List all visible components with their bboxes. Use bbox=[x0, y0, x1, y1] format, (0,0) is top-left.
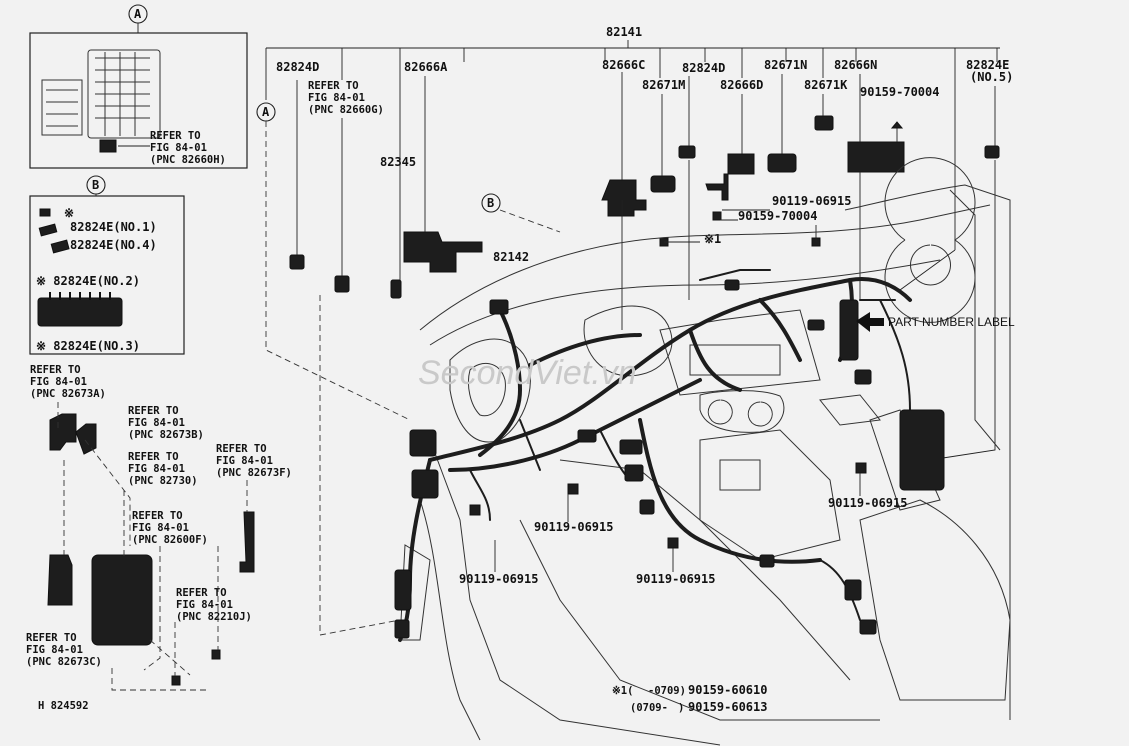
refer-82673f-line3: (PNC 82673F) bbox=[216, 467, 292, 479]
refer-82673b-line3: (PNC 82673B) bbox=[128, 429, 204, 441]
figure-id: H 824592 bbox=[38, 700, 89, 712]
inset-box-b: B ※ 82824E(NO.1) 82824E(NO.4) ※ 82824E(N… bbox=[29, 175, 185, 355]
lower-bolt-labels: 90119-06915 90119-06915 90119-06915 9011… bbox=[459, 473, 907, 586]
callout-a-label: A bbox=[134, 7, 142, 21]
refer-82673f-line1: REFER TO bbox=[216, 443, 267, 455]
callout-b-label: B bbox=[92, 178, 99, 192]
refer-82210j-line3: (PNC 82210J) bbox=[176, 611, 252, 623]
part-82671k: 82671K bbox=[804, 78, 848, 92]
main-callout-a: A bbox=[262, 105, 270, 119]
part-82345: 82345 bbox=[380, 155, 416, 169]
footnote-row1-range: -0709) bbox=[648, 685, 686, 697]
footnote-row1-star: ※1( bbox=[612, 685, 633, 697]
vertical-leaders bbox=[296, 62, 996, 461]
part-90119-06915-top: 90119-06915 bbox=[772, 194, 851, 208]
part-82666n: 82666N bbox=[834, 58, 877, 72]
part-82824e-no4: 82824E(NO.4) bbox=[70, 238, 157, 252]
refer-82730-line3: (PNC 82730) bbox=[128, 475, 198, 487]
refer-82210j-line1: REFER TO bbox=[176, 587, 227, 599]
inset-box-a: A REFER TO FIG 84-01 (PNC 82660H) bbox=[29, 4, 248, 169]
part-82824e-no1: 82824E(NO.1) bbox=[70, 220, 157, 234]
refer-82673b-line1: REFER TO bbox=[128, 405, 179, 417]
main-callout-b: B bbox=[487, 196, 494, 210]
footnote-row1-part: 90159-60610 bbox=[688, 683, 767, 697]
part-82666d: 82666D bbox=[720, 78, 763, 92]
footnote-row2-range: (0709- bbox=[630, 702, 668, 714]
dashboard-body bbox=[399, 157, 1011, 746]
top-part-labels: 82824D REFER TO FIG 84-01 (PNC 82660G) 8… bbox=[276, 58, 1013, 264]
refer-82600f-line3: (PNC 82600F) bbox=[132, 534, 208, 546]
left-components bbox=[47, 402, 255, 691]
top-connectors bbox=[289, 115, 1000, 299]
refer-82660h-line1: REFER TO bbox=[150, 130, 201, 142]
part-90119-06915-right: 90119-06915 bbox=[828, 496, 907, 510]
part-82666a: 82666A bbox=[404, 60, 448, 74]
junction-block-drawing bbox=[41, 49, 161, 153]
part-90119-06915-lower: 90119-06915 bbox=[636, 572, 715, 586]
refer-82673c-line3: (PNC 82673C) bbox=[26, 656, 102, 668]
refer-82673c-line1: REFER TO bbox=[26, 632, 77, 644]
refer-82660g-line1: REFER TO bbox=[308, 80, 359, 92]
refer-82673a-line2: FIG 84-01 bbox=[30, 376, 87, 388]
refer-82660h-line2: FIG 84-01 bbox=[150, 142, 207, 154]
ecu-82600f-drawing bbox=[91, 554, 153, 646]
part-number-label-callout: PART NUMBER LABEL bbox=[856, 312, 1015, 332]
refer-82673a-line3: (PNC 82673A) bbox=[30, 388, 106, 400]
refer-82673b-line2: FIG 84-01 bbox=[128, 417, 185, 429]
refer-82660h-line3: (PNC 82660H) bbox=[150, 154, 226, 166]
left-refer-labels: REFER TO FIG 84-01 (PNC 82673A) REFER TO… bbox=[26, 364, 292, 668]
part-90159-70004-mid: 90159-70004 bbox=[738, 209, 817, 223]
harness-connectors bbox=[394, 279, 945, 639]
refer-82660g-line2: FIG 84-01 bbox=[308, 92, 365, 104]
top-leader-lines: 82141 bbox=[265, 25, 1000, 250]
connector-82824e-no2-drawing bbox=[37, 292, 123, 327]
refer-82730-line1: REFER TO bbox=[128, 451, 179, 463]
refer-82210j-line2: FIG 84-01 bbox=[176, 599, 233, 611]
refer-82673a-line1: REFER TO bbox=[30, 364, 81, 376]
footnote: ※1( -0709) 90159-60610 (0709- ) 90159-60… bbox=[612, 683, 767, 714]
part-82824e-no2: ※ 82824E(NO.2) bbox=[36, 274, 140, 288]
footnote-row2-part: 90159-60613 bbox=[688, 700, 767, 714]
refer-82730-line2: FIG 84-01 bbox=[128, 463, 185, 475]
part-82671n: 82671N bbox=[764, 58, 807, 72]
star-1-marker: ※1 bbox=[704, 232, 721, 246]
part-number-label-text: PART NUMBER LABEL bbox=[888, 315, 1015, 329]
refer-82600f-line1: REFER TO bbox=[132, 510, 183, 522]
part-82142: 82142 bbox=[493, 250, 529, 264]
part-90119-06915-left: 90119-06915 bbox=[459, 572, 538, 586]
part-82824d-left: 82824D bbox=[276, 60, 319, 74]
part-82824e-no3: ※ 82824E(NO.3) bbox=[36, 339, 140, 353]
part-82824e-no5: 82824E bbox=[966, 58, 1009, 72]
part-90159-70004-top: 90159-70004 bbox=[860, 85, 939, 99]
refer-82673c-line2: FIG 84-01 bbox=[26, 644, 83, 656]
box-b-star: ※ bbox=[64, 206, 74, 220]
part-90119-06915-center: 90119-06915 bbox=[534, 520, 613, 534]
part-82824e-no5-suffix: (NO.5) bbox=[970, 70, 1013, 84]
part-82141: 82141 bbox=[606, 25, 642, 39]
part-82824d-right: 82824D bbox=[682, 61, 725, 75]
footnote-row2-paren: ) bbox=[678, 702, 684, 714]
main-callouts: A B bbox=[256, 102, 561, 636]
part-82671m: 82671M bbox=[642, 78, 685, 92]
watermark: SecondViet.vn bbox=[418, 354, 637, 392]
refer-82673f-line2: FIG 84-01 bbox=[216, 455, 273, 467]
refer-82660g-line3: (PNC 82660G) bbox=[308, 104, 384, 116]
refer-82600f-line2: FIG 84-01 bbox=[132, 522, 189, 534]
part-82666c: 82666C bbox=[602, 58, 645, 72]
